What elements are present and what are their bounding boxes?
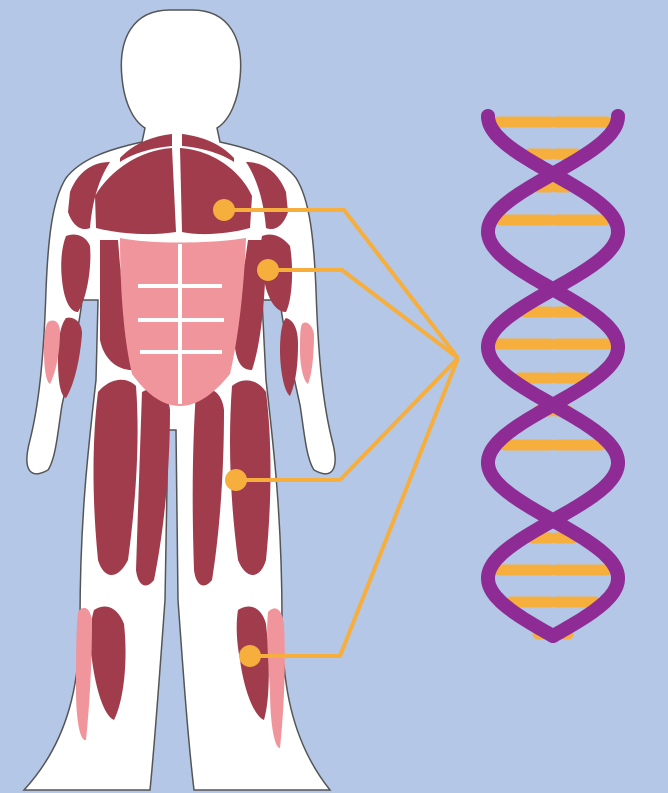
connector-dot (239, 645, 261, 667)
connector-dot (225, 469, 247, 491)
connector-dot (213, 199, 235, 221)
connector-dot (257, 259, 279, 281)
